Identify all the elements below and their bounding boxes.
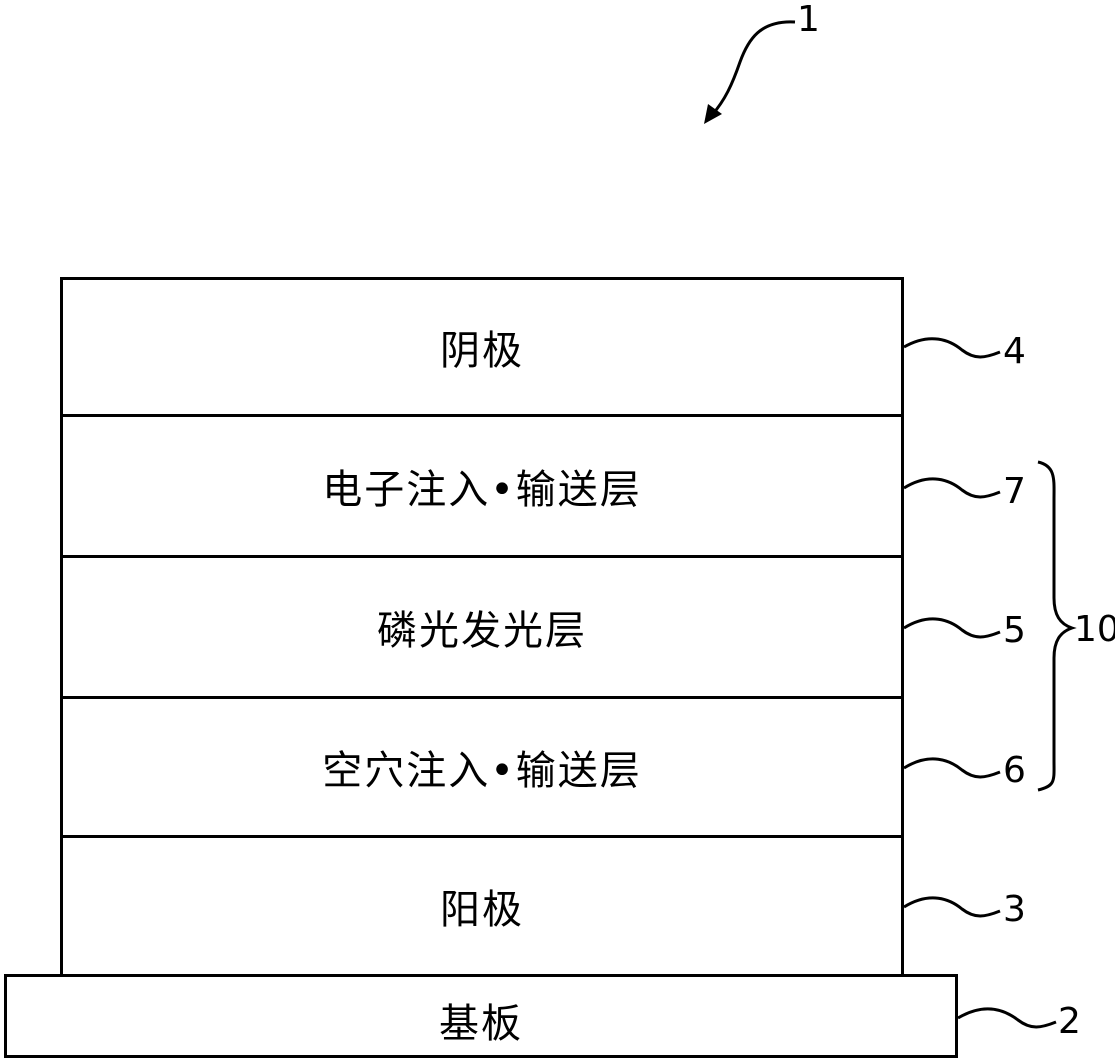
anode-layer: 阳极	[60, 835, 904, 977]
device-ref-number: 1	[797, 2, 820, 38]
anode-label: 阳极	[440, 877, 524, 935]
cathode-layer: 阴极	[60, 277, 904, 417]
hole-injection-transport-label: 空穴注入•输送层	[322, 738, 642, 796]
leader-7	[904, 479, 1000, 497]
cathode-label: 阴极	[440, 318, 524, 376]
substrate-layer: 基板	[4, 974, 958, 1058]
group-ref-number: 10	[1074, 612, 1115, 648]
ref-number-anode: 3	[1003, 892, 1026, 928]
phosphorescent-emission-label: 磷光发光层	[377, 598, 587, 656]
electron-injection-transport-label: 电子注入•输送层	[322, 457, 642, 515]
leader-2	[958, 1009, 1056, 1027]
hole-injection-transport-layer: 空穴注入•输送层	[60, 696, 904, 838]
group-brace	[1038, 462, 1072, 790]
device-arrow-line	[712, 22, 795, 115]
electron-injection-transport-layer: 电子注入•输送层	[60, 414, 904, 558]
leader-6	[904, 759, 1000, 777]
substrate-label: 基板	[439, 991, 523, 1049]
ref-number-electron-injection-transport: 7	[1003, 474, 1026, 510]
ref-number-phosphorescent-emission: 5	[1003, 613, 1026, 649]
ref-number-hole-injection-transport: 6	[1003, 753, 1026, 789]
ref-number-cathode: 4	[1003, 334, 1026, 370]
ref-number-substrate: 2	[1058, 1004, 1081, 1040]
leader-4	[904, 339, 1000, 357]
phosphorescent-emission-layer: 磷光发光层	[60, 555, 904, 699]
leader-5	[904, 619, 1000, 637]
leader-3	[904, 898, 1000, 916]
